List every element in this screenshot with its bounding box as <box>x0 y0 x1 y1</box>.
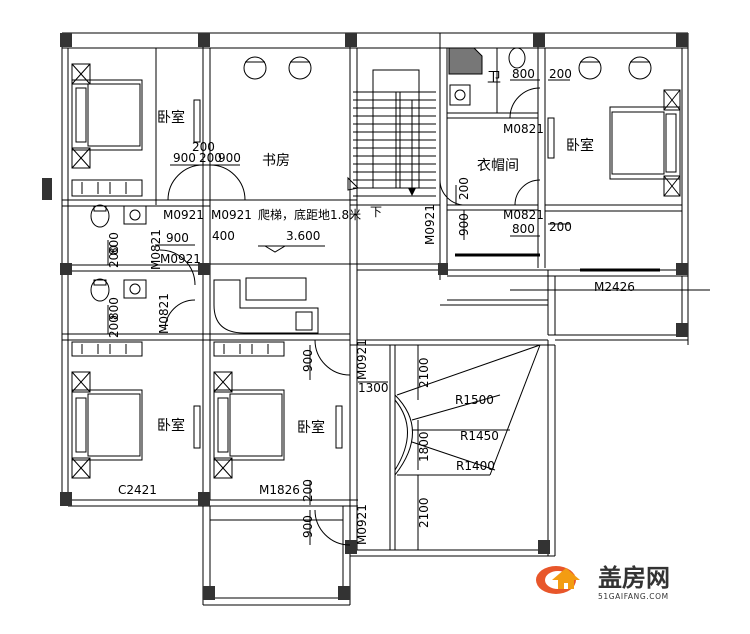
room-labels: 卧室 书房 卫 卧室 衣帽间 卧室 卧室 <box>157 70 594 436</box>
dim-900-b: 900 <box>218 151 241 165</box>
stair <box>353 69 436 197</box>
door-m0921-c: M0921 <box>160 252 201 266</box>
dim-900-a: 900 <box>173 151 196 165</box>
dimension-labels: 200 900 200 900 800 200 800 200 900 400 … <box>107 67 572 538</box>
dim-200-s: 200 <box>301 479 315 502</box>
dim-200-a: 200 <box>192 140 215 154</box>
dim-800-ne: 800 <box>512 67 535 81</box>
bed-ne <box>609 89 681 197</box>
dim-900-cl: 900 <box>457 213 471 236</box>
bed-sw <box>71 371 143 479</box>
watermark-url: 51GAIFANG.COM <box>598 592 669 601</box>
ladder-note: 爬梯，底距地1.8米 <box>258 207 361 222</box>
dim-1300: 1300 <box>358 381 389 395</box>
door-labels: M0921 M0921 M0921 M0821 M0821 M2426 C242… <box>118 122 635 545</box>
room-label-bedroom-ne: 卧室 <box>566 137 594 154</box>
door-m1826: M1826 <box>259 483 300 497</box>
room-label-bedroom-s: 卧室 <box>297 419 325 436</box>
dim-900-v: 900 <box>301 349 315 372</box>
stair-down-label: 下 <box>370 205 382 219</box>
bath-fixtures <box>90 47 526 302</box>
dim-1800: 1800 <box>417 431 431 462</box>
dim-900-s: 900 <box>301 515 315 538</box>
door-m0821-ne: M0821 <box>503 122 544 136</box>
door-m2426: M2426 <box>594 280 635 294</box>
dim-200-cl: 200 <box>457 177 471 200</box>
room-label-cloak: 衣帽间 <box>477 158 519 174</box>
closets <box>71 99 555 449</box>
bed-nw <box>71 63 143 169</box>
dim-800-v1: 800 <box>107 232 121 255</box>
dim-800-cl: 800 <box>512 222 535 236</box>
spiral-stair <box>394 344 541 476</box>
door-m0821-vert-b: M0821 <box>157 293 171 334</box>
bed-s <box>213 371 285 479</box>
door-m0821-cloak: M0821 <box>503 208 544 222</box>
dimension-lines <box>107 79 570 550</box>
dim-200-v1: 200 <box>107 245 121 268</box>
door-m0921-b: M0921 <box>211 208 252 222</box>
room-label-bedroom-sw: 卧室 <box>157 417 185 434</box>
room-label-study: 书房 <box>262 153 290 169</box>
dim-200-cl2: 200 <box>549 220 572 234</box>
shower-icon <box>448 47 483 75</box>
room-label-bedroom-nw: 卧室 <box>157 109 185 126</box>
windows <box>84 253 660 501</box>
dim-800-v2: 800 <box>107 297 121 320</box>
watermark: 盖房网 51GAIFANG.COM <box>536 564 670 601</box>
dim-r1450: R1450 <box>460 429 499 443</box>
dim-2100-a: 2100 <box>417 357 431 388</box>
columns <box>42 33 688 600</box>
door-m0921-vert-a: M0921 <box>423 204 437 245</box>
dim-2100-b: 2100 <box>417 497 431 528</box>
dim-900-w: 900 <box>166 231 189 245</box>
door-m0821-vert-a: M0821 <box>149 229 163 270</box>
door-m0921-vert-c: M0921 <box>355 504 369 545</box>
door-m0921-vert-b: M0921 <box>355 339 369 380</box>
study-chairs <box>243 56 652 80</box>
stair-arrow-icon <box>408 188 416 196</box>
dim-r1500: R1500 <box>455 393 494 407</box>
dim-200-ne: 200 <box>549 67 572 81</box>
stair-labels: 下 爬梯，底距地1.8米 3.600 <box>258 205 382 243</box>
sofa <box>213 277 319 334</box>
elevation-label: 3.600 <box>286 229 320 243</box>
dim-400-w: 400 <box>212 229 235 243</box>
watermark-brand: 盖房网 <box>598 564 670 592</box>
door-m0921-a: M0921 <box>163 208 204 222</box>
walls <box>61 32 710 606</box>
dim-r1400: R1400 <box>456 459 495 473</box>
house-logo-icon <box>536 566 580 594</box>
door-swings <box>159 87 541 546</box>
door-c2421: C2421 <box>118 483 157 497</box>
dim-200-b: 200 <box>199 151 222 165</box>
room-label-bath-ne: 卫 <box>487 70 501 86</box>
dim-200-v2: 200 <box>107 315 121 338</box>
